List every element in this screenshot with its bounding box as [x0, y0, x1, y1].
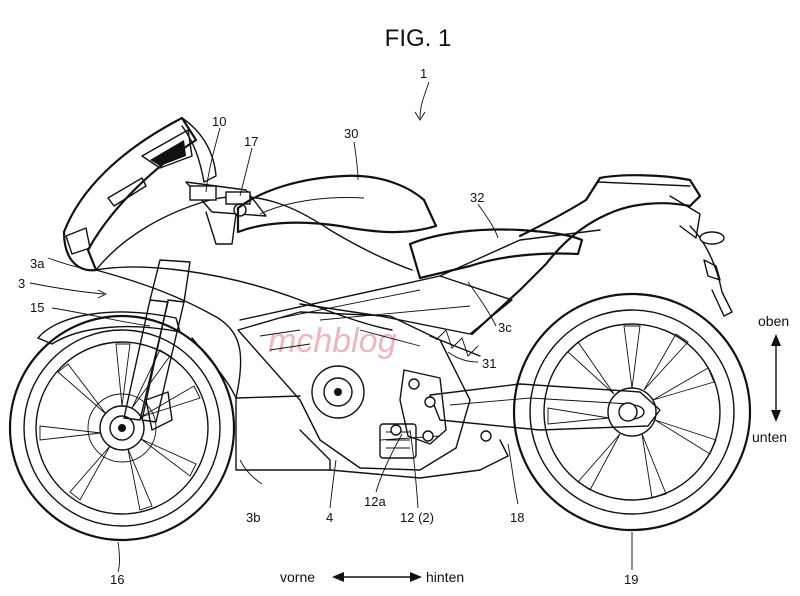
label-31: 31	[482, 356, 496, 371]
label-30: 30	[344, 126, 358, 141]
direction-down-label: unten	[752, 429, 787, 445]
label-19: 19	[624, 572, 638, 587]
direction-up-label: oben	[758, 313, 789, 329]
front-fender	[37, 311, 181, 345]
label-3b: 3b	[246, 510, 260, 525]
rear-shock	[429, 329, 481, 357]
arrow-right-icon	[410, 572, 422, 582]
label-12-2: 12 (2)	[400, 510, 434, 525]
arrow-up-icon	[771, 334, 781, 346]
label-10: 10	[212, 114, 226, 129]
front-wheel	[8, 314, 236, 542]
handlebar-assembly	[185, 181, 267, 245]
front-cowl	[62, 116, 413, 272]
fuel-tank	[236, 174, 438, 234]
rear-wheel	[512, 292, 752, 532]
exhaust	[329, 439, 509, 479]
label-3: 3	[18, 276, 25, 291]
label-3c: 3c	[498, 320, 512, 335]
swingarm	[429, 383, 661, 431]
leader-lines	[29, 81, 633, 573]
tail-section	[470, 174, 733, 336]
label-16: 16	[110, 572, 124, 587]
label-17: 17	[244, 134, 258, 149]
label-32: 32	[470, 190, 484, 205]
engine	[237, 311, 471, 471]
vertical-direction-indicator: oben unten	[752, 313, 789, 445]
front-fork	[123, 259, 191, 423]
frame-body	[95, 229, 601, 471]
figure-title: FIG. 1	[385, 25, 452, 52]
arrow-left-icon	[332, 572, 344, 582]
label-18: 18	[510, 510, 524, 525]
direction-front-label: vorne	[280, 569, 315, 585]
label-3a: 3a	[30, 256, 45, 271]
horizontal-direction-indicator: vorne hinten	[280, 569, 464, 585]
label-4: 4	[326, 510, 333, 525]
linkage-bracket	[390, 369, 492, 445]
watermark-text: mchblog	[268, 322, 397, 360]
arrow-down-icon	[771, 410, 781, 422]
direction-rear-label: hinten	[426, 569, 464, 585]
seat	[408, 228, 584, 280]
label-1: 1	[420, 66, 427, 81]
label-12a: 12a	[364, 494, 386, 509]
label-15: 15	[30, 300, 44, 315]
